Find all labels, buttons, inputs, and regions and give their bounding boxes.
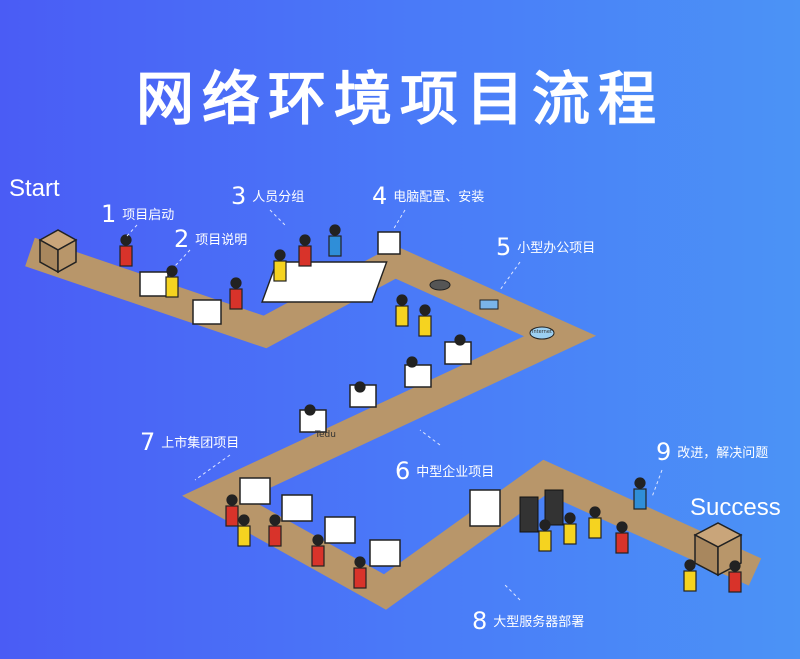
success-box bbox=[693, 522, 743, 577]
leader-lines bbox=[126, 209, 663, 601]
cloud-label: Internet bbox=[532, 329, 552, 335]
monitors bbox=[139, 231, 501, 567]
process-path bbox=[25, 237, 762, 610]
monitor-brand: Tedu bbox=[315, 430, 336, 440]
people bbox=[119, 224, 742, 593]
start-box bbox=[38, 229, 78, 274]
servers bbox=[519, 489, 564, 533]
success-label: Success bbox=[690, 494, 781, 521]
start-label: Start bbox=[9, 175, 60, 202]
network-devices bbox=[429, 279, 555, 340]
page-title: 网络环境项目流程 bbox=[135, 65, 664, 133]
